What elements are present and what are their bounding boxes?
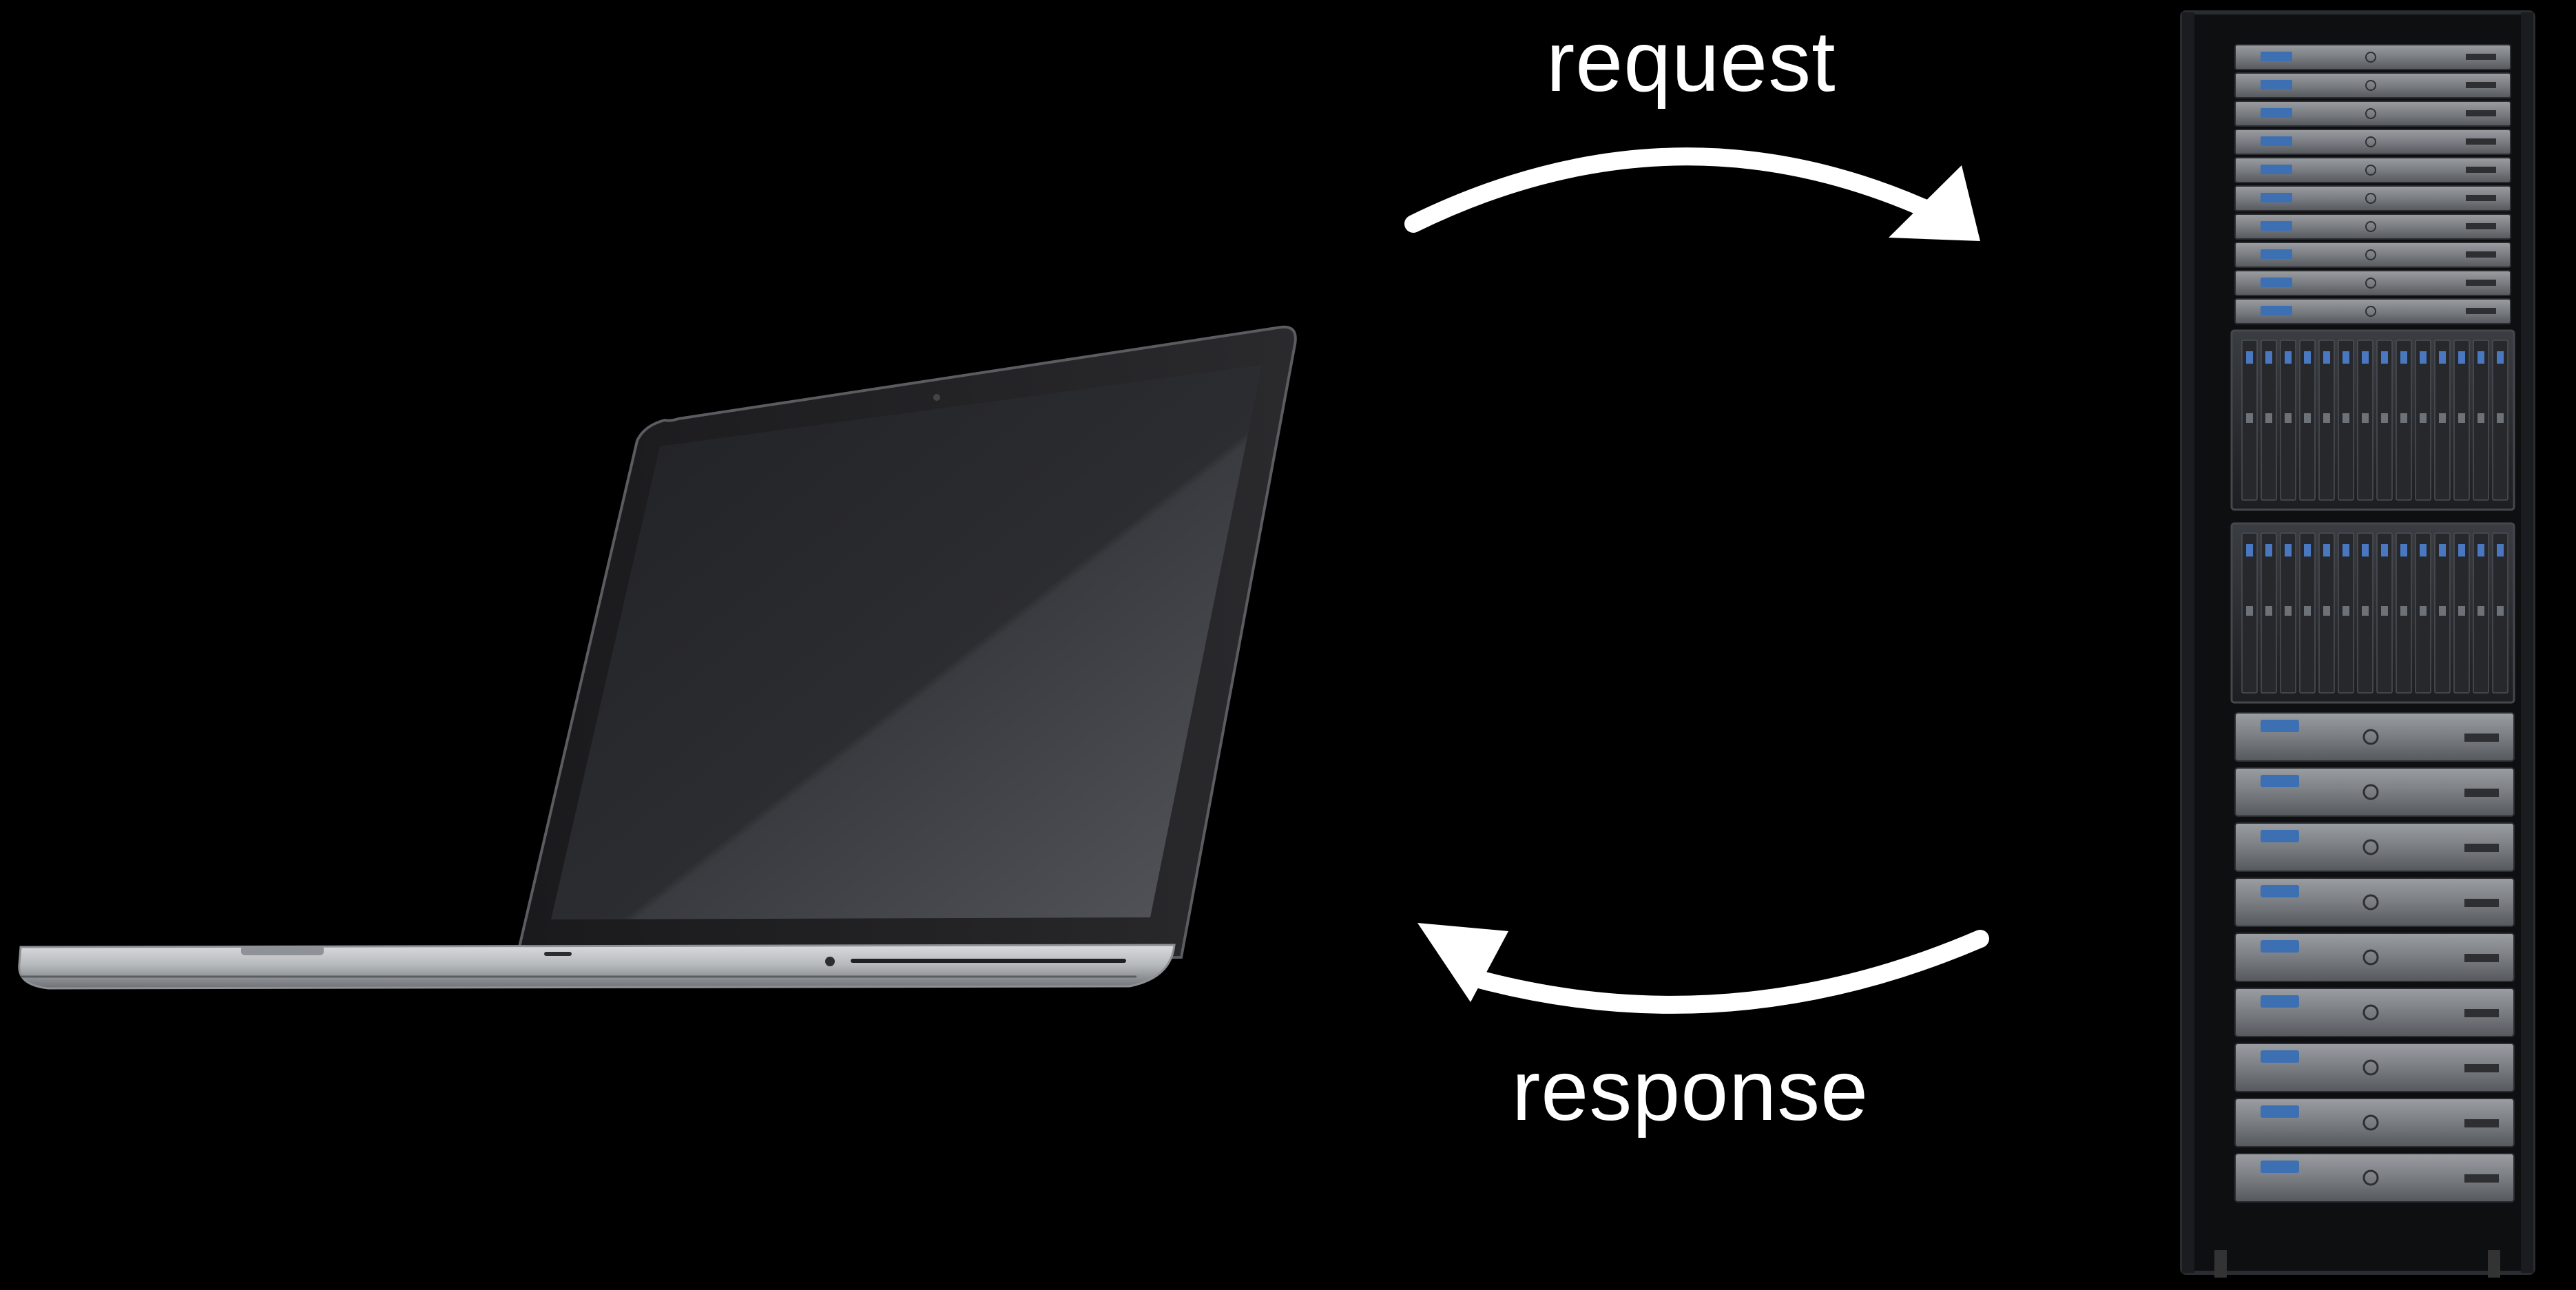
rack-unit-2u	[2234, 822, 2515, 872]
rack-unit-2u	[2234, 933, 2515, 982]
laptop-icon	[18, 325, 1297, 990]
rack-unit-1u	[2234, 129, 2511, 155]
response-arrow-icon	[1417, 923, 1989, 1014]
rack-unit-2u	[2234, 712, 2515, 762]
rack-unit-2u	[2234, 988, 2515, 1037]
request-label: request	[1546, 14, 1836, 110]
rack-unit-1u	[2234, 214, 2511, 240]
rack-unit-1u	[2234, 298, 2511, 324]
response-label: response	[1512, 1043, 1869, 1138]
rack-unit-1u	[2234, 242, 2511, 268]
rack-unit-1u	[2234, 72, 2511, 98]
rack-unit-1u	[2234, 157, 2511, 183]
rack-unit-2u	[2234, 1098, 2515, 1147]
rack-unit-1u	[2234, 185, 2511, 211]
rack-unit-1u	[2234, 101, 2511, 127]
rack-unit-1u	[2234, 270, 2511, 296]
rack-unit-1u	[2234, 44, 2511, 70]
rack-unit-2u	[2234, 1153, 2515, 1203]
server-rack-icon	[2180, 10, 2535, 1278]
rack-unit-2u	[2234, 767, 2515, 817]
rack-unit-2u	[2234, 1043, 2515, 1092]
request-arrow-icon	[1404, 147, 1980, 241]
rack-unit-2u	[2234, 877, 2515, 927]
